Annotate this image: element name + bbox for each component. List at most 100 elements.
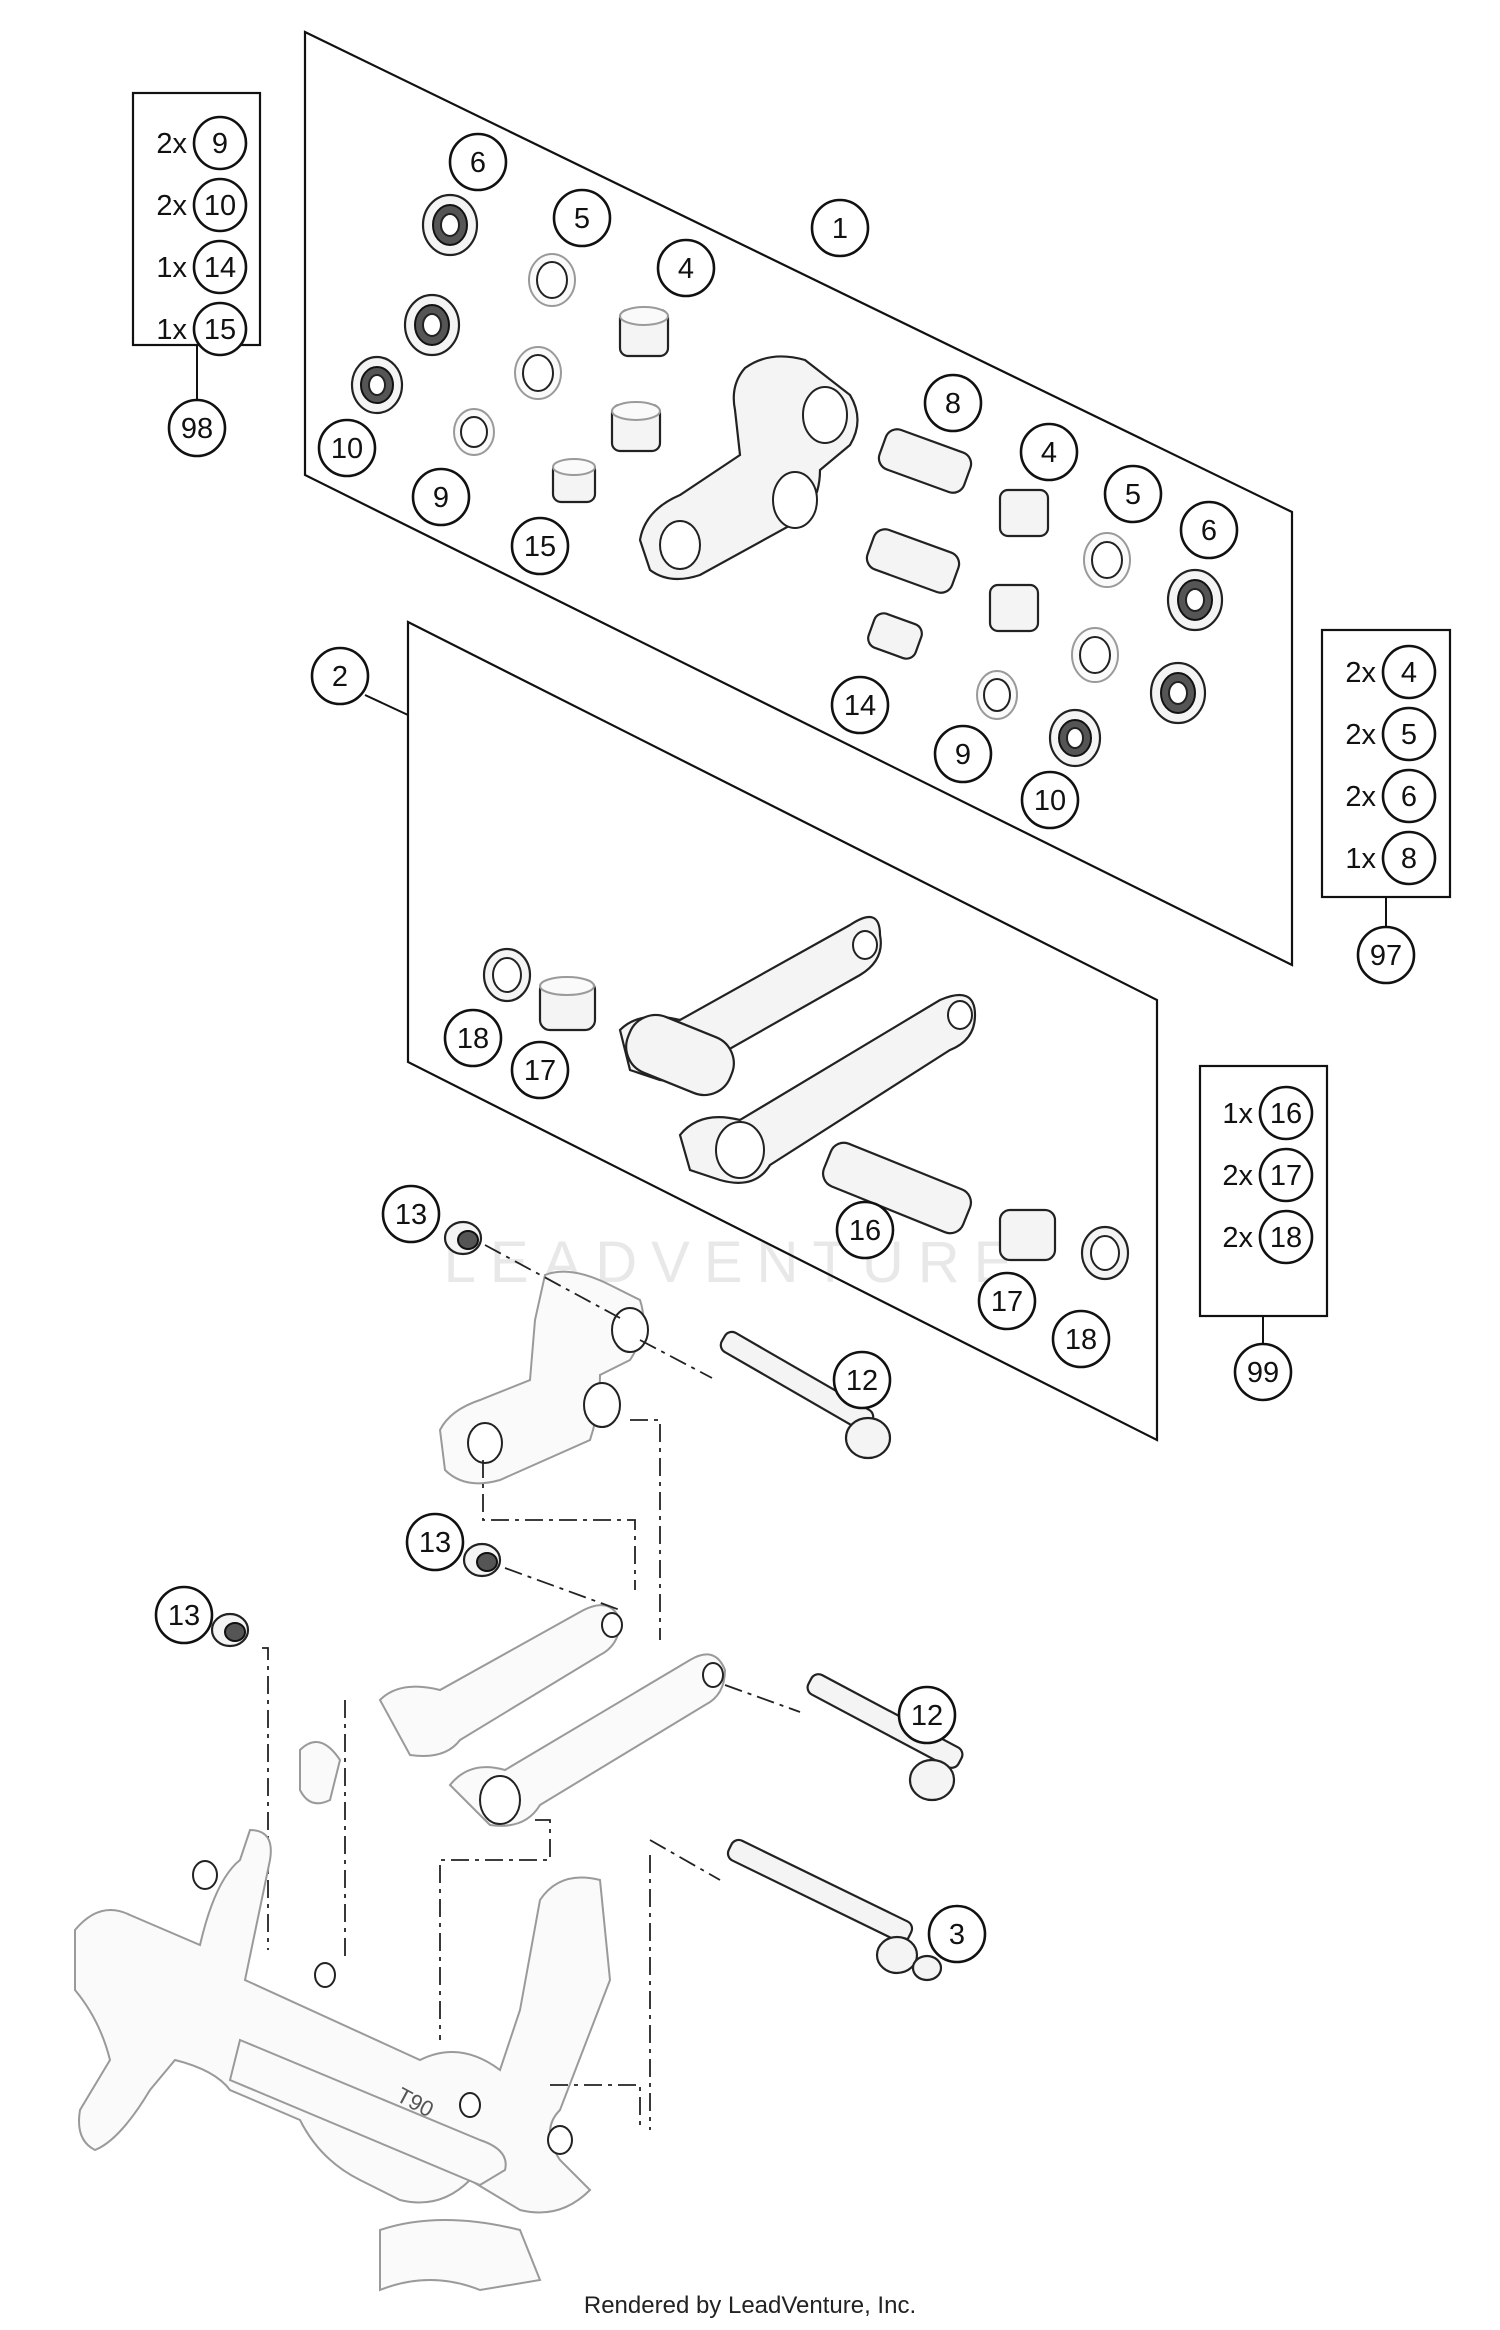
callout-10-13: 10: [1020, 770, 1080, 830]
washer-5-right: [1083, 532, 1131, 588]
bushing-4-right: [998, 488, 1050, 538]
bushing-4b-right: [988, 583, 1040, 633]
callout-4-3: 4: [656, 238, 716, 298]
kit-97-box: [1320, 628, 1452, 928]
bearing-10-left: [350, 355, 404, 415]
washer-5-left: [528, 253, 576, 307]
kit-98-callout-label: 98: [181, 413, 213, 445]
callout-14-11: 14: [830, 675, 890, 735]
callout-4-3-label: 4: [678, 253, 694, 285]
callout-18-15: 18: [443, 1008, 503, 1068]
kit-98-callout: 98: [167, 398, 227, 458]
kit-97-ref-0: 4: [1381, 644, 1437, 700]
kit-97-qty-2: 2x: [1345, 781, 1376, 813]
washer-9-left: [453, 408, 495, 456]
kit-98-ref-0-label: 9: [212, 128, 228, 160]
callout-6-1-label: 6: [470, 147, 486, 179]
callout-5-9-label: 5: [1125, 479, 1141, 511]
kit-99-ref-2-label: 18: [1270, 1222, 1302, 1254]
bushing-4-left: [618, 306, 670, 358]
pull-rod: [618, 915, 977, 1184]
sleeve-14a: [865, 528, 961, 594]
bolt-3: [726, 1838, 943, 1982]
callout-9-5: 9: [411, 467, 471, 527]
callout-13-22: 13: [405, 1512, 465, 1572]
callout-5-2-label: 5: [574, 203, 590, 235]
callout-1-0-label: 1: [832, 213, 848, 245]
kit-99-ref-0-label: 16: [1270, 1098, 1302, 1130]
assembled-lever: [438, 1270, 649, 1485]
callout-13-20: 13: [381, 1184, 441, 1244]
callout-12-21: 12: [832, 1350, 892, 1410]
sleeve-8: [877, 428, 973, 494]
callout-18-19-label: 18: [1065, 1324, 1097, 1356]
seal-6b-left: [403, 293, 461, 357]
callout-5-2: 5: [552, 188, 612, 248]
callout-18-15-label: 18: [457, 1023, 489, 1055]
callout-4-8-label: 4: [1041, 437, 1057, 469]
kit-99-qty-2: 2x: [1222, 1222, 1253, 1254]
bushing-17-right: [998, 1208, 1057, 1262]
kit-99-qty-0: 1x: [1222, 1098, 1253, 1130]
callout-9-12-label: 9: [955, 739, 971, 771]
footer-credit: Rendered by LeadVenture, Inc.: [583, 2292, 917, 2319]
callout-12-21-label: 12: [846, 1365, 878, 1397]
callout-3-25: 3: [927, 1904, 987, 1964]
sleeve-14b: [867, 612, 923, 660]
callout-10-4: 10: [317, 418, 377, 478]
washer-5b-left: [514, 346, 562, 400]
group-2-frame: [406, 620, 1159, 1442]
callout-4-8: 4: [1019, 422, 1079, 482]
kit-98-ref-1-label: 10: [204, 190, 236, 222]
kit-97-ref-1-label: 5: [1401, 719, 1417, 751]
washer-5b-right: [1071, 627, 1119, 683]
assembled-pull-rod: [378, 1604, 727, 1827]
callout-16-17: 16: [835, 1200, 895, 1260]
callout-16-17-label: 16: [849, 1215, 881, 1247]
seal-6-right: [1166, 568, 1224, 632]
kit-98-ref-1: 10: [192, 177, 248, 233]
kit-99-ref-1-label: 17: [1270, 1160, 1302, 1192]
kit-99-ref-2: 18: [1258, 1209, 1314, 1265]
kit-98-qty-0: 2x: [156, 128, 187, 160]
kit-97-qty-1: 2x: [1345, 719, 1376, 751]
callout-5-9: 5: [1103, 464, 1163, 524]
nut-13-middle: [462, 1542, 502, 1578]
callout-17-16: 17: [510, 1040, 570, 1100]
kit-97-ref-0-label: 4: [1401, 657, 1417, 689]
callout-10-13-label: 10: [1034, 785, 1066, 817]
bearing-10-right: [1048, 708, 1102, 768]
kit-97-ref-3-label: 8: [1401, 843, 1417, 875]
seal-18-right: [1080, 1225, 1130, 1281]
kit-97-ref-3: 8: [1381, 830, 1437, 886]
seal-6-left: [421, 193, 479, 257]
pin-16: [821, 1141, 973, 1235]
kit-98-ref-3-label: 15: [204, 314, 236, 346]
kit-98-ref-3: 15: [192, 301, 248, 357]
kit-97-callout-label: 97: [1370, 940, 1402, 972]
callout-6-10-label: 6: [1201, 515, 1217, 547]
bushing-4b-left: [610, 401, 662, 453]
callout-10-4-label: 10: [331, 433, 363, 465]
kit-99-callout-label: 99: [1247, 1357, 1279, 1389]
callout-17-16-label: 17: [524, 1055, 556, 1087]
linkage-lever: [638, 355, 859, 581]
callout-18-19: 18: [1051, 1309, 1111, 1369]
kit-97-ref-2-label: 6: [1401, 781, 1417, 813]
callout-6-1: 6: [448, 132, 508, 192]
callout-15-6-label: 15: [524, 531, 556, 563]
kit-99-qty-1: 2x: [1222, 1160, 1253, 1192]
kit-97-qty-3: 1x: [1345, 843, 1376, 875]
kit-98-ref-2: 14: [192, 239, 248, 295]
callout-9-5-label: 9: [433, 482, 449, 514]
callout-12-24: 12: [897, 1685, 957, 1745]
watermark: LEADVENTURE: [444, 1230, 1027, 1295]
seal-6b-right: [1149, 661, 1207, 725]
callout-9-12: 9: [933, 724, 993, 784]
kit-99-ref-0: 16: [1258, 1085, 1314, 1141]
callout-15-6: 15: [510, 516, 570, 576]
callout-3-25-label: 3: [949, 1919, 965, 1951]
callout-13-23-label: 13: [168, 1600, 200, 1632]
nut-13-top: [443, 1220, 483, 1256]
